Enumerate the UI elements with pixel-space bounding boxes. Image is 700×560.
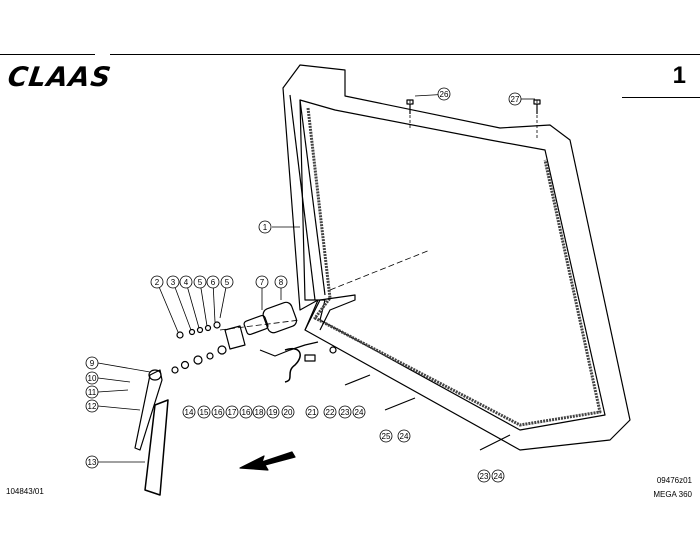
header-rule-right: [622, 97, 700, 98]
callout-label: 15: [200, 408, 209, 417]
callout-label: 10: [88, 374, 97, 383]
frame-outer: [282, 64, 631, 451]
page-number: 1: [672, 62, 686, 89]
callout-label: 7: [260, 278, 265, 287]
figure-code: 09476z01: [656, 476, 692, 485]
motor-housing: [262, 301, 298, 334]
callout-label: 26: [440, 90, 449, 99]
callout-label: 27: [511, 95, 520, 104]
callout-label: 16: [242, 408, 251, 417]
callout-label: 23: [480, 472, 489, 481]
header-rule-mid: [110, 54, 700, 55]
callout-label: 24: [494, 472, 503, 481]
callout-label: 25: [382, 432, 391, 441]
callout-label: 1: [263, 223, 268, 232]
callout-label: 5: [225, 278, 230, 287]
frame-inner: [299, 99, 606, 431]
callout-label: 20: [284, 408, 293, 417]
callout-label: 16: [214, 408, 223, 417]
drawing-number: 104843/01: [6, 487, 44, 496]
callout-label: 23: [341, 408, 350, 417]
callout-label: 4: [184, 278, 189, 287]
callout-label: 6: [211, 278, 216, 287]
callout-label: 19: [269, 408, 278, 417]
callout-label: 22: [326, 408, 335, 417]
callout-label: 24: [355, 408, 364, 417]
callout-label: 24: [400, 432, 409, 441]
callout-label: 5: [198, 278, 203, 287]
callout-label: 8: [279, 278, 284, 287]
callout-label: 13: [88, 458, 97, 467]
callout-label: 9: [90, 359, 95, 368]
wiper-blade: [144, 399, 169, 496]
callout-label: 18: [255, 408, 264, 417]
callout-label: 12: [88, 402, 97, 411]
direction-arrow: [239, 451, 296, 471]
callout-label: 14: [185, 408, 194, 417]
frame-seal: [306, 107, 602, 427]
header-rule-left: [0, 54, 95, 55]
callout-label: 11: [88, 388, 97, 397]
callout-label: 2: [155, 278, 160, 287]
callout-label: 21: [308, 408, 317, 417]
callout-label: 3: [171, 278, 176, 287]
model-name: MEGA 360: [653, 490, 692, 499]
callout-label: 17: [228, 408, 237, 417]
